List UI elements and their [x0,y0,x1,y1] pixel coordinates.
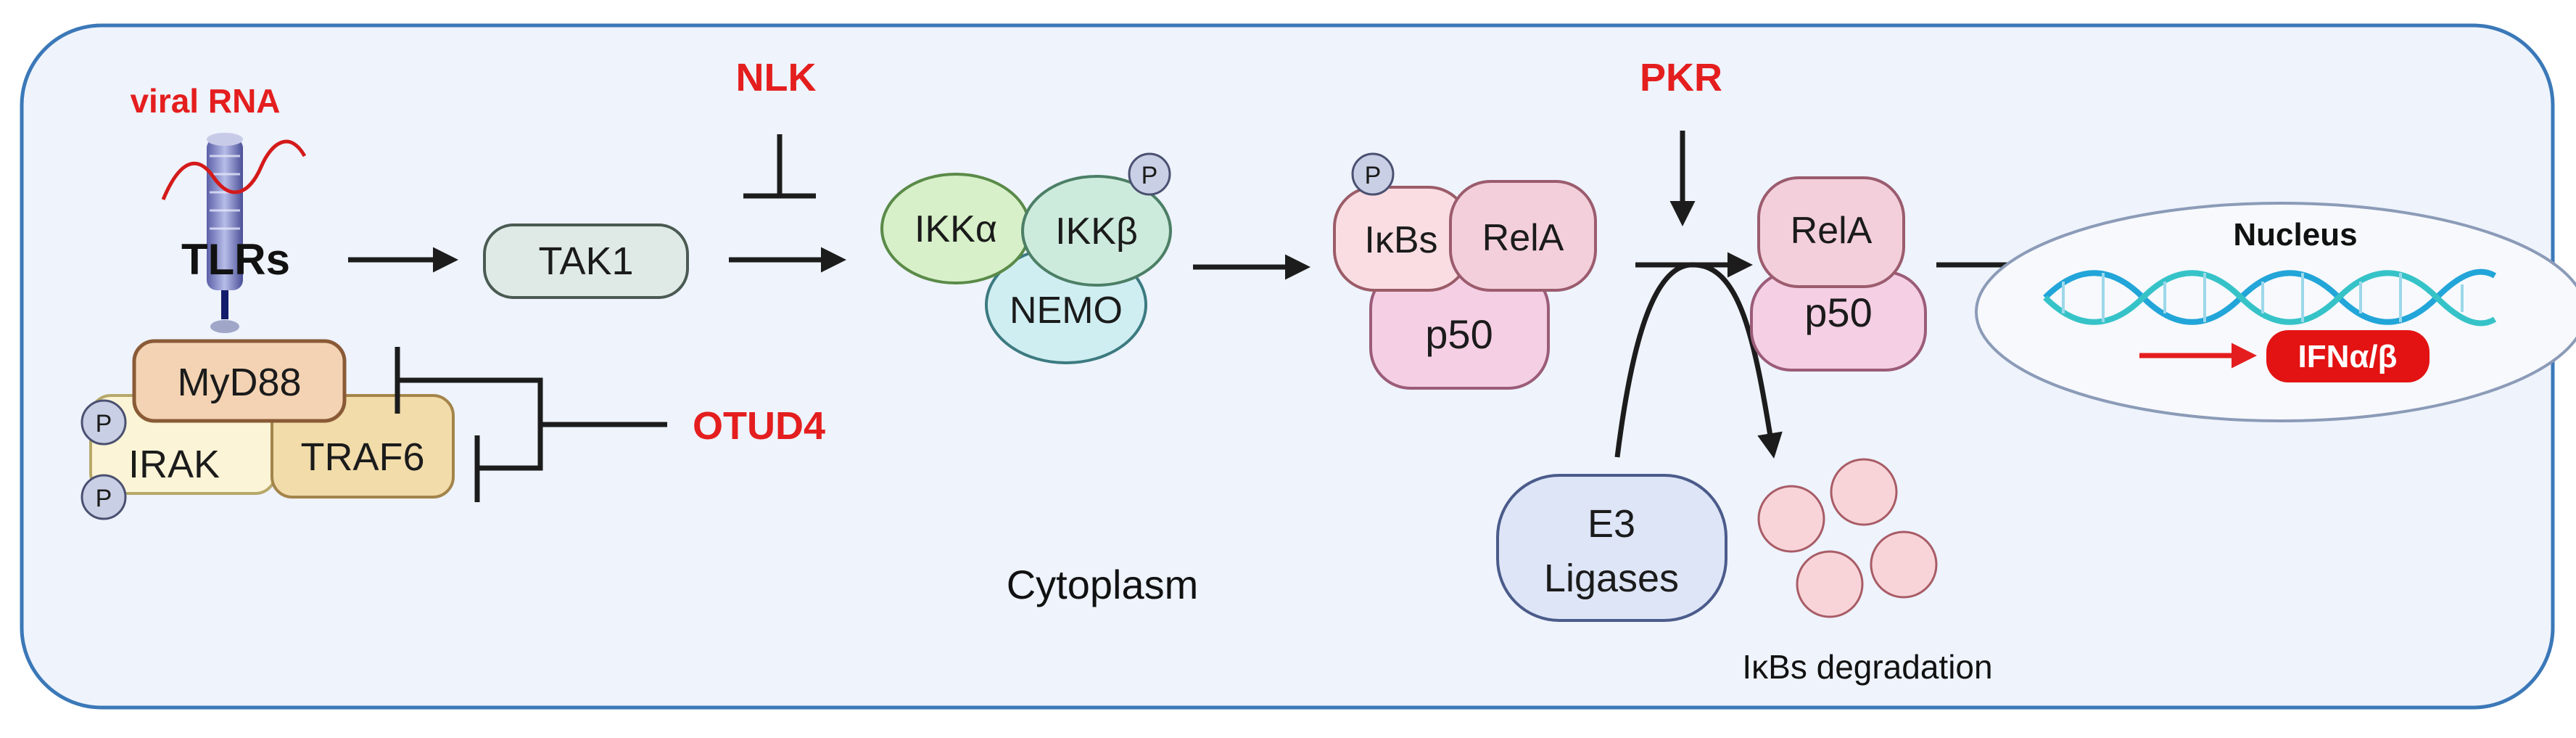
degradation-fragments-icon [1757,458,1938,618]
nlk-label: NLK [736,56,817,99]
ligases-label: Ligases [1544,557,1679,600]
ikbs-phospho-icon: P [1351,152,1395,196]
arrow-e3-to-degradation [1614,262,1783,459]
ikk-complex: IKKα IKKβ NEMO P [880,152,1172,364]
svg-text:P: P [96,410,112,438]
ikka-label: IKKα [915,208,997,250]
irak-phospho-icon-top: P [80,399,127,446]
svg-text:P: P [1142,162,1158,189]
free-rela-label: RelA [1791,210,1873,252]
ikkb-phospho-icon: P [1128,152,1171,196]
nemo-label: NEMO [1010,290,1123,332]
cytoplasm-label: Cytoplasm [1007,562,1199,607]
svg-text:P: P [96,485,112,512]
dna-helix-icon [2043,268,2497,327]
nlk-inhibition-bar [743,134,816,199]
irak-label: IRAK [128,443,220,486]
viral-rna-label: viral RNA [130,82,280,120]
e3-label: E3 [1588,502,1635,546]
adaptor-complex: MyD88 IRAK TRAF6 P P [80,339,455,520]
viral-rna-strand-icon [161,139,307,200]
irak-phospho-icon-bottom: P [80,474,127,520]
free-p50-label: p50 [1804,290,1872,335]
otud4-inhibition-bracket [395,347,667,502]
myd88-label: MyD88 [177,361,301,404]
ikkb-label: IKKβ [1055,210,1138,253]
nucleus-label: Nucleus [2233,217,2357,253]
p50-label: p50 [1425,311,1493,357]
e3-ligases-node: E3 Ligases [1496,474,1727,622]
tlrs-label: TLRs [181,235,290,284]
ifn-badge [2266,330,2430,382]
rela-p50-free-complex: RelA p50 [1750,176,1927,372]
pkr-label: PKR [1640,56,1722,99]
tlr-receptor-icon [207,133,243,333]
traf6-label: TRAF6 [300,435,424,479]
tak1-label: TAK1 [538,239,633,283]
nucleus: Nucleus IFNα/β [1975,202,2576,422]
otud4-label: OTUD4 [693,404,825,448]
ifn-label: IFNα/β [2298,339,2397,374]
tak1-node: TAK1 [483,224,689,299]
ikbs-rela-p50-complex: IκBs RelA p50 P [1333,152,1597,390]
ikbs-degradation-label: IκBs degradation [1742,648,1992,686]
ikbs-label: IκBs [1364,219,1437,261]
svg-text:P: P [1365,162,1382,189]
rela-label: RelA [1482,217,1564,259]
